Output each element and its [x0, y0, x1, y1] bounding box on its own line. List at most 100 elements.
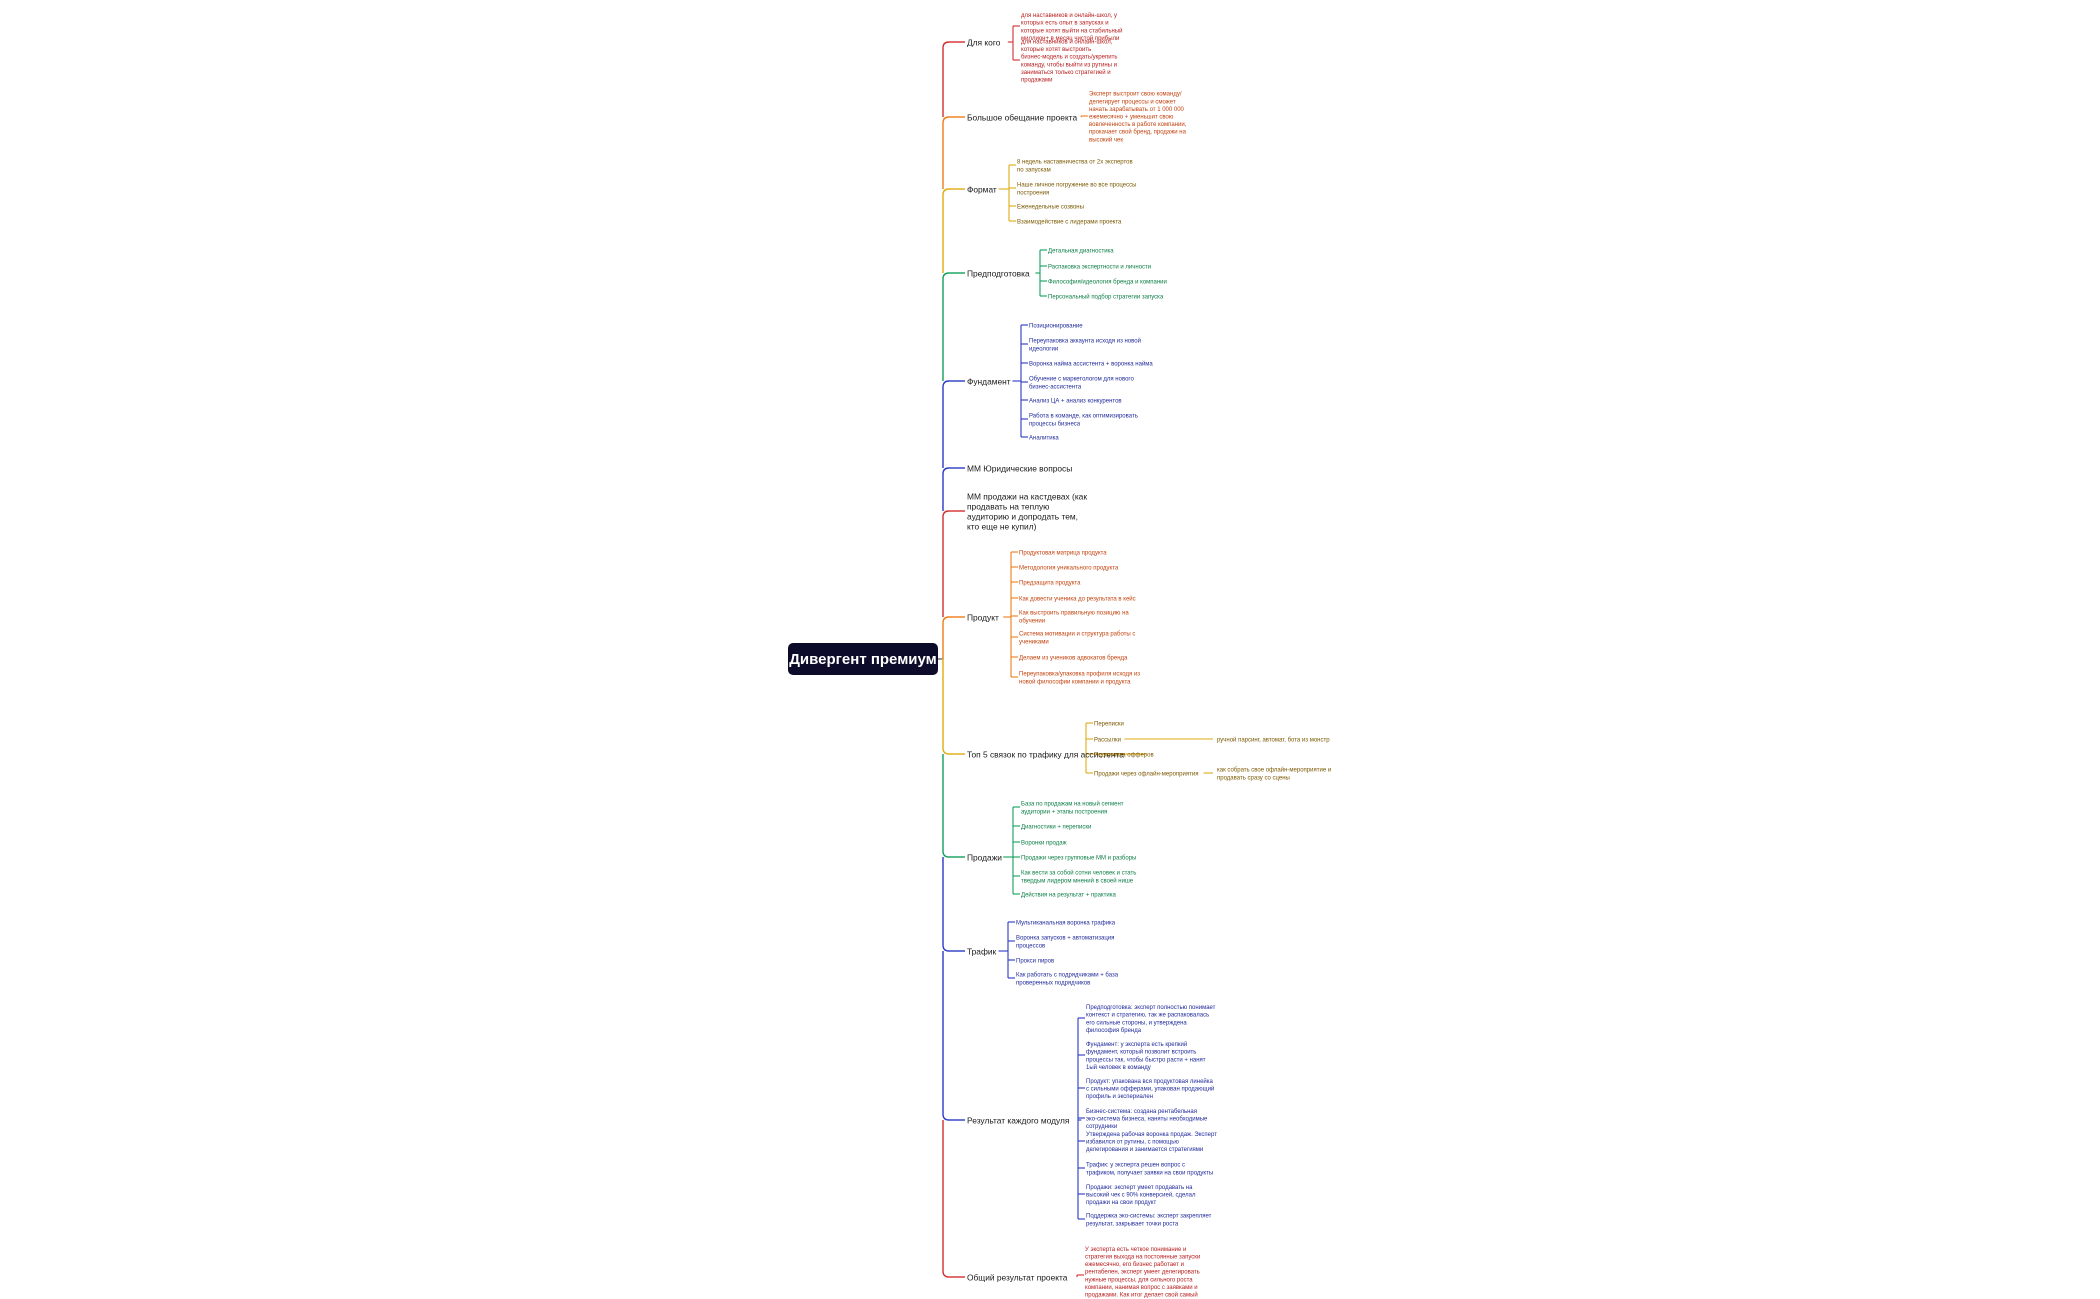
spine-segment [942, 467, 950, 511]
leaf-label: Анализ ЦА + анализ конкурентов [1029, 399, 1122, 405]
branch-node[interactable]: Для кого для наставников и онлайн-школ, у… [967, 12, 1122, 83]
leaf-node[interactable]: Продукт: упакована вся продуктовая линей… [1086, 1078, 1214, 1100]
leaf-label: Продуктовая матрица продукта [1019, 551, 1107, 557]
leaf-label: Поддержка эко-системы: эксперт закрепляе… [1086, 1214, 1212, 1228]
leaf-node[interactable]: Переписки [1094, 722, 1124, 728]
leaf-node[interactable]: Диагностики + переписки [1021, 825, 1091, 831]
leaf-node[interactable]: Предподготовка: эксперт полностью понима… [1086, 1005, 1216, 1034]
leaf-label: Предподготовка: эксперт полностью понима… [1086, 1005, 1216, 1034]
leaf-node[interactable]: Действия на результат + практика [1021, 892, 1116, 899]
leaf-node[interactable]: Утверждена рабочая воронка продаж. Экспе… [1086, 1132, 1217, 1153]
mind-map-nodes: Для кого для наставников и онлайн-школ, у… [967, 12, 1331, 1299]
leaf-node[interactable]: Продуктовая матрица продукта [1019, 551, 1107, 557]
leaf-node[interactable]: Персональный подбор стратегии запуска [1048, 294, 1164, 301]
spine-segment [942, 1120, 950, 1278]
leaf-label: Позиционирование [1029, 324, 1083, 330]
leaf-node[interactable]: Мультиканальная воронка трафика [1016, 921, 1116, 927]
leaf-node[interactable]: Воронки продаж [1021, 841, 1067, 847]
spine-segment [942, 116, 950, 189]
leaf-label: Утверждена рабочая воронка продаж. Экспе… [1086, 1132, 1217, 1153]
leaf-node[interactable]: Предзащита продукта [1019, 581, 1081, 587]
branch-label: Топ 5 связок по трафику для ассистента [967, 749, 1124, 759]
leaf-label: Эксперт выстроит свою команду/делегирует… [1089, 92, 1187, 144]
leaf-node[interactable]: Философия/идеология бренда и компании [1048, 280, 1167, 286]
branch-label: Общий результат проекта [967, 1272, 1068, 1282]
leaf-node[interactable]: Воронка найма ассистента + воронка найма [1029, 361, 1153, 368]
root-node[interactable]: Дивергент премиум [788, 643, 938, 675]
branch-label: Продукт [967, 612, 999, 622]
spine-segment [942, 659, 950, 755]
leaf-node[interactable]: Продажи через групповые ММ и разборы [1021, 856, 1136, 862]
leaf-node[interactable]: Еженедельные созвоны [1017, 205, 1084, 211]
leaf-node[interactable]: Взаимодействие с лидерами проекта [1017, 219, 1122, 226]
spine-segment [942, 41, 950, 117]
leaf-label: Делаем из учеников адвокатов бренда [1019, 656, 1128, 662]
leaf-node[interactable]: Позиционирование [1029, 324, 1083, 330]
leaf-node[interactable]: для наставников и онлайн-школ,которые хо… [1021, 39, 1117, 84]
leaf-label: Продажи через групповые ММ и разборы [1021, 856, 1136, 862]
leaf-label: Диагностики + переписки [1021, 825, 1091, 831]
branch-node[interactable]: Продукт Продуктовая матрица продуктаМетод… [967, 551, 1140, 686]
leaf-node[interactable]: Анализ ЦА + анализ конкурентов [1029, 399, 1122, 405]
leaf-node[interactable]: Методология уникального продукта [1019, 566, 1119, 572]
leaf-label: Мультиканальная воронка трафика [1016, 921, 1116, 927]
leaf-node[interactable]: Как довести ученика до результата в кейс [1019, 596, 1136, 603]
leaf-node[interactable]: Поддержка эко-системы: эксперт закрепляе… [1086, 1214, 1212, 1228]
branch-label: Для кого [967, 37, 1001, 47]
leaf-node[interactable]: Аналитика [1029, 436, 1059, 442]
spine-segment [942, 272, 950, 381]
branch-node[interactable]: Результат каждого модуляПредподготовка: … [967, 1005, 1217, 1227]
branch-label: ММ Юридические вопросы [967, 463, 1072, 473]
leaf-node[interactable]: Детальная диагностика [1048, 249, 1114, 255]
leaf-label: Воронки продаж [1021, 841, 1067, 847]
spine-segment [942, 380, 950, 468]
leaf-node[interactable]: Эксперт выстроит свою команду/делегирует… [1089, 92, 1187, 144]
leaf-label: Продукт: упакована вся продуктовая линей… [1086, 1078, 1214, 1100]
leaf-node[interactable]: Прокси пиров [1016, 959, 1054, 965]
branch-node[interactable]: ММ Юридические вопросы [967, 463, 1072, 473]
leaf-node[interactable]: Распаковка экспертности и личности [1048, 265, 1151, 271]
branch-node[interactable]: Общий результат проекта У эксперта есть ч… [967, 1247, 1200, 1299]
leaf-node[interactable]: Как вести за собой сотни человек и стать… [1021, 870, 1136, 885]
leaf-label: Рассылки [1094, 738, 1121, 744]
leaf-node[interactable]: Подготовка офферов [1094, 753, 1154, 759]
spine-segment [942, 754, 950, 858]
branch-node[interactable]: Топ 5 связок по трафику для ассистента Пе… [967, 722, 1331, 782]
leaf-node[interactable]: Делаем из учеников адвокатов бренда [1019, 656, 1128, 662]
spine-segment [942, 951, 950, 1121]
